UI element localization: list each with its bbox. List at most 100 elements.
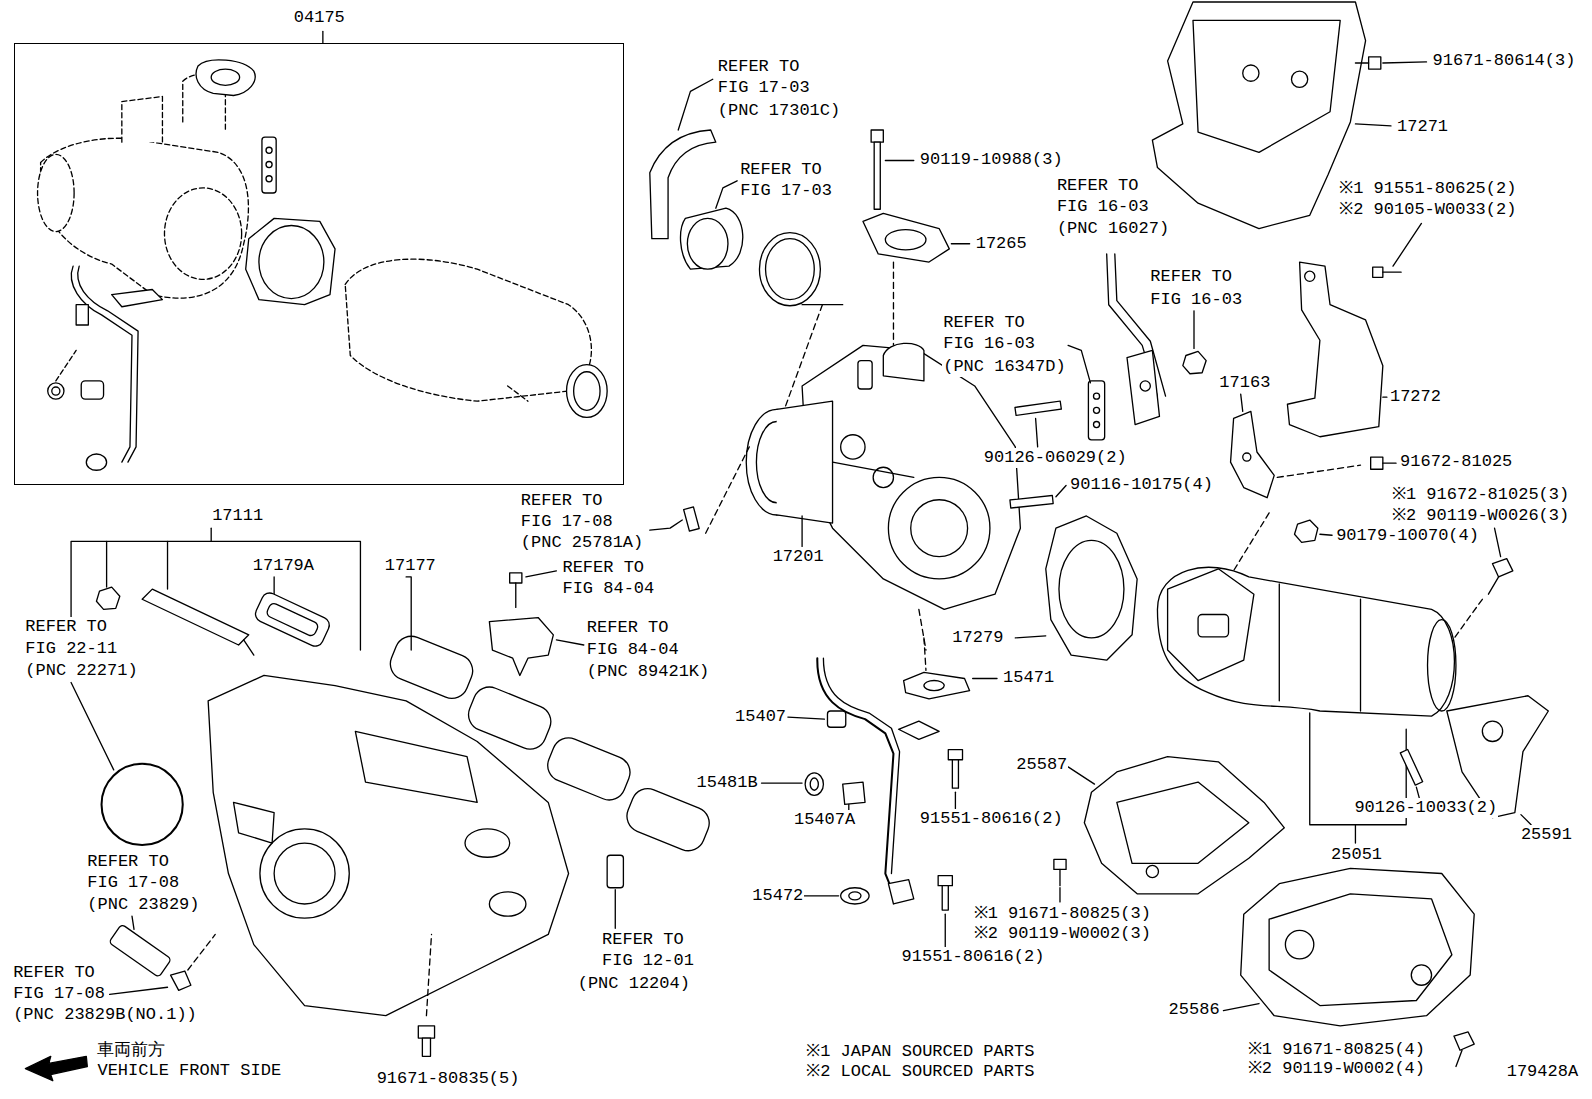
manifold-gasket [622, 784, 714, 856]
kit-drawing [38, 154, 75, 231]
part-label: ※2 90119-W0026(3) [1391, 506, 1570, 526]
part-label: REFER TO [12, 963, 96, 983]
bolt [418, 1026, 434, 1038]
parts-illustration [1243, 453, 1251, 461]
parts-illustration [259, 225, 324, 298]
parts-illustration [1140, 381, 1150, 391]
bolt [1054, 859, 1066, 869]
bolt [871, 130, 883, 142]
bolt [1369, 57, 1381, 69]
part-label: REFER TO [1056, 176, 1140, 196]
converter [1279, 584, 1360, 711]
gasket [253, 590, 332, 649]
heat-shield [1084, 757, 1284, 894]
part-label: REFER TO [586, 618, 670, 638]
part-label: 15472 [751, 886, 804, 906]
part-label: 17177 [384, 556, 437, 576]
parts-illustration [1093, 407, 1099, 413]
parts-illustration [1383, 272, 1401, 273]
parts-illustration [1146, 865, 1158, 877]
part-label: FIG 12-01 [601, 951, 695, 971]
parts-illustration [1193, 20, 1340, 152]
turbocharger [888, 477, 990, 579]
parts-illustration [973, 678, 997, 679]
part-label: (PNC 89421K) [586, 662, 710, 682]
part-label: 17265 [975, 234, 1028, 254]
pipe [142, 589, 249, 645]
parts-illustration [265, 602, 319, 637]
intake-manifold [355, 731, 477, 802]
parts-illustration [1059, 888, 1060, 902]
parts-illustration [1223, 1004, 1259, 1011]
clamp [759, 233, 820, 306]
parts-illustration [1521, 815, 1531, 825]
bolt [938, 876, 952, 886]
intake-manifold [208, 675, 568, 1015]
parts-illustration [1059, 869, 1060, 885]
part-label: FIG 17-03 [739, 181, 833, 201]
parts-illustration [112, 289, 163, 306]
part-label: 25586 [1168, 1000, 1221, 1020]
parts-illustration [678, 79, 713, 130]
part-label: (PNC 17301C) [717, 101, 841, 121]
part-label: 15407 [734, 707, 787, 727]
intake-manifold [234, 802, 275, 843]
turbocharger [833, 462, 914, 477]
part-label: ※2 90119-W0002(4) [1247, 1059, 1426, 1079]
part-label: 15471 [1002, 668, 1055, 688]
intake-manifold [274, 843, 335, 904]
parts-illustration [1291, 71, 1307, 87]
parts-illustration [1355, 62, 1368, 63]
parts-illustration [1269, 894, 1452, 1006]
part-label: 90116-10175(4) [1069, 475, 1214, 495]
kit-gasket-hole [211, 69, 239, 85]
parts-illustration [106, 541, 107, 587]
parts-illustration [874, 142, 880, 209]
kit-ring [567, 365, 608, 418]
parts-illustration [211, 528, 212, 541]
parts-illustration [1305, 271, 1315, 281]
part-label: (PNC 23829) [86, 895, 200, 915]
parts-illustration [706, 447, 750, 533]
bolt [1371, 457, 1383, 469]
parts-illustration [1015, 636, 1045, 638]
part-label: REFER TO [717, 57, 801, 77]
fitting [171, 971, 191, 990]
part-label: REFER TO [561, 558, 645, 578]
part-label: 17179A [252, 556, 315, 576]
parts-illustration [1411, 965, 1431, 985]
bolt [1493, 559, 1513, 577]
parts-illustration [1193, 311, 1194, 349]
parts-illustration [1320, 534, 1332, 535]
part-label: 91551-80616(2) [919, 809, 1064, 829]
parts-illustration [1241, 394, 1243, 411]
parts-illustration [167, 541, 168, 589]
part-label: FIG 22-11 [24, 639, 118, 659]
parts-illustration [823, 658, 899, 873]
front-arrow [25, 1056, 87, 1080]
part-label: FIG 16-03 [942, 334, 1036, 354]
parts-illustration [1229, 513, 1270, 579]
parts-illustration [945, 914, 946, 947]
parts-illustration [526, 571, 556, 577]
part-label: ※1 91671-80825(4) [1247, 1040, 1426, 1060]
intake-manifold [465, 829, 510, 857]
parts-illustration [766, 239, 815, 300]
converter [1157, 567, 1456, 716]
part-label: 91671-80614(3) [1432, 51, 1577, 71]
turbocharger [841, 435, 865, 459]
part-label: ※1 91551-80625(2) [1338, 179, 1517, 199]
parts-illustration [1456, 1050, 1462, 1066]
kit-drawing [164, 188, 241, 279]
part-label: 15407A [793, 810, 856, 830]
kit-gasket [246, 218, 335, 304]
parts-illustration [1036, 418, 1038, 446]
parts-illustration [556, 640, 583, 645]
plate [1088, 381, 1104, 440]
parts-illustration [849, 892, 861, 900]
kit-drawing [345, 259, 591, 401]
parts-illustration [951, 243, 969, 244]
manifold-gasket [543, 733, 635, 805]
parts-illustration [1059, 540, 1124, 638]
part-label: (PNC 25781A) [520, 533, 644, 553]
